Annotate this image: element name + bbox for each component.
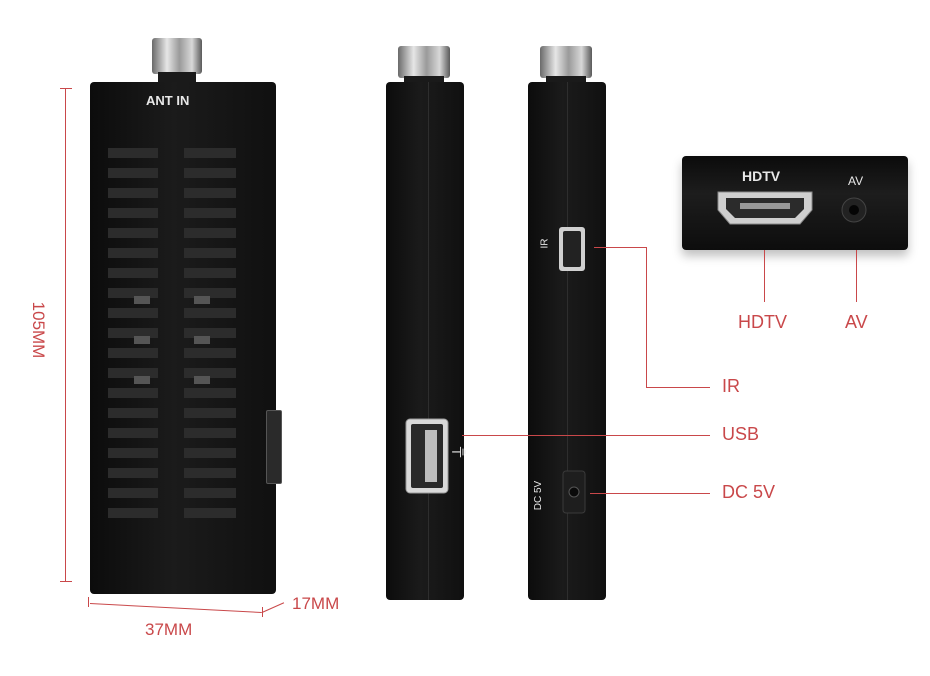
dc-callout-label: DC 5V — [722, 482, 776, 502]
ir-callout-line-h1 — [594, 247, 646, 248]
side1-device-body — [386, 82, 464, 600]
width-dimension-label: 37MM — [145, 620, 193, 639]
ir-callout-label: IR — [722, 376, 740, 396]
antenna-connector-front — [152, 38, 202, 88]
ir-callout-line-h2 — [646, 387, 710, 388]
height-dimension-tick-top — [60, 88, 72, 89]
hdtv-callout-line — [764, 250, 765, 302]
usb-callout-line — [462, 435, 710, 436]
width-dimension-line — [89, 603, 262, 614]
depth-dimension-line — [261, 602, 285, 613]
av-callout-label: AV — [845, 312, 868, 332]
ir-callout-line-v — [646, 247, 647, 388]
hdtv-closeup-label: HDTV — [742, 168, 781, 184]
usb-port — [405, 418, 449, 494]
dc-jack — [562, 470, 586, 514]
dc-side-label: DC 5V — [533, 480, 545, 511]
side1-seam — [428, 82, 429, 600]
depth-dimension-label: 17MM — [292, 594, 340, 613]
av-jack — [841, 197, 867, 223]
av-callout-line — [856, 250, 857, 302]
ir-side-label: IR — [539, 238, 551, 249]
side2-seam — [567, 82, 568, 600]
front-side-port — [266, 410, 282, 484]
mini-usb-port — [559, 227, 585, 271]
height-dimension-label: 105MM — [29, 301, 48, 359]
height-dimension-tick-bottom — [60, 581, 72, 582]
hdtv-callout-label: HDTV — [738, 312, 787, 332]
usb-icon: ⏚ — [452, 443, 470, 461]
height-dimension-line — [65, 88, 66, 582]
hdmi-port — [717, 191, 813, 225]
dc-callout-line — [590, 493, 710, 494]
width-dimension-tick-left — [88, 597, 89, 607]
front-vent-grille — [108, 148, 236, 518]
usb-callout-label: USB — [722, 424, 760, 444]
av-closeup-label: AV — [848, 174, 864, 188]
ant-in-label: ANT IN — [146, 93, 190, 108]
